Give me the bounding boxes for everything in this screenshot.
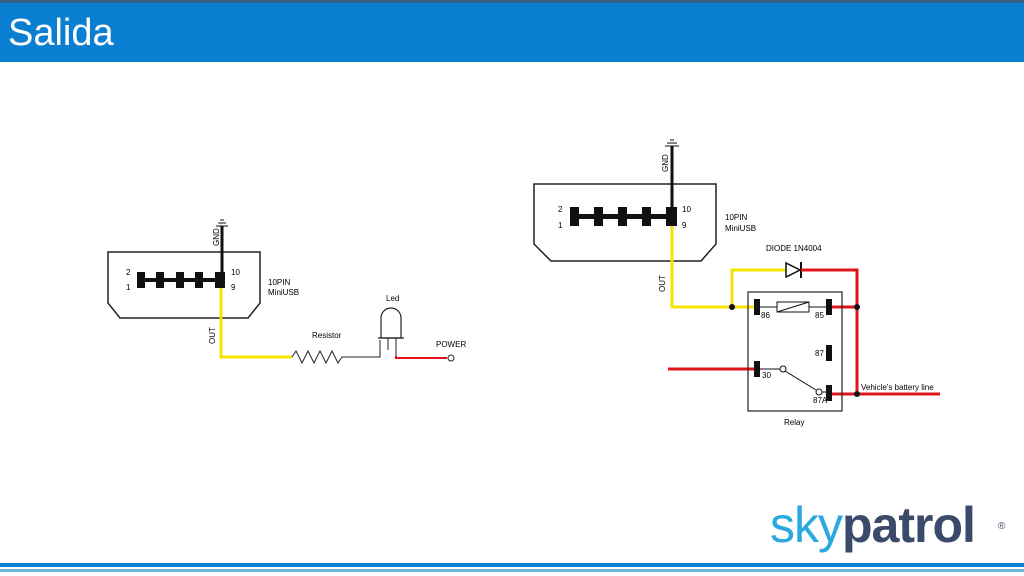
right-relay-label: Relay <box>784 418 804 427</box>
right-connector-label-2: MiniUSB <box>725 224 756 233</box>
left-out-wire <box>219 288 292 359</box>
right-pin-87-terminal <box>826 345 832 361</box>
logo-registered-mark: ® <box>998 521 1005 532</box>
right-pin-86-label: 86 <box>761 311 770 320</box>
right-pin-87-label: 87 <box>815 349 824 358</box>
left-pin-10-label: 10 <box>231 268 240 277</box>
right-pin-30-label: 30 <box>762 371 771 380</box>
logo-sky-text: sky <box>770 497 843 553</box>
right-pin-2-label: 2 <box>558 205 563 214</box>
left-power-terminal <box>447 354 455 362</box>
right-junction-battery <box>854 391 860 397</box>
left-wiring-diagram: GND 2 1 10 9 10PIN MiniUSB OUT Resistor … <box>107 219 466 365</box>
right-diode-symbol <box>785 261 802 279</box>
right-pin-85-label: 85 <box>815 311 824 320</box>
left-out-label: OUT <box>208 327 217 344</box>
right-connector-body <box>533 183 717 262</box>
left-pin-row <box>137 272 225 288</box>
right-connector-label-1: 10PIN <box>725 213 747 222</box>
right-relay-switch <box>760 365 826 396</box>
right-diode-yellow-wire <box>730 268 786 307</box>
left-ground-symbol <box>216 219 228 227</box>
left-connector-body <box>107 251 261 319</box>
left-resistor-symbol <box>291 340 381 365</box>
left-pin-2-label: 2 <box>126 268 131 277</box>
left-connector-label-1: 10PIN <box>268 278 290 287</box>
right-out-label: OUT <box>658 275 667 292</box>
left-pin-1-label: 1 <box>126 283 131 292</box>
right-ground-symbol <box>665 139 679 147</box>
title-bar: Salida <box>0 0 1024 62</box>
right-pin-87a-label: 87A <box>813 396 828 405</box>
right-gnd-label: GND <box>661 154 670 172</box>
right-pin-87a-terminal <box>826 385 832 401</box>
right-battery-label: Vehicle's battery line <box>861 383 934 392</box>
left-connector-label-2: MiniUSB <box>268 288 299 297</box>
right-junction-85 <box>854 304 860 310</box>
right-pin-row <box>570 207 677 226</box>
right-pin-9-label: 9 <box>682 221 687 230</box>
left-power-label: POWER <box>436 340 466 349</box>
right-pin-1-label: 1 <box>558 221 563 230</box>
left-led-symbol <box>378 307 404 356</box>
right-pin-30-terminal <box>754 361 760 377</box>
right-junction-out <box>729 304 735 310</box>
slide-title: Salida <box>8 12 114 54</box>
logo-patrol-text: patrol <box>842 497 976 553</box>
footer-divider-dark <box>0 563 1024 567</box>
right-out-wire <box>670 226 757 309</box>
left-resistor-label: Resistor <box>312 331 342 340</box>
right-diode-red-wire <box>801 268 859 394</box>
right-relay-coil <box>754 299 832 315</box>
right-relay-box <box>747 291 843 412</box>
left-gnd-label: GND <box>212 228 221 246</box>
skypatrol-logo: skypatrol ® <box>770 495 1005 555</box>
footer-divider-light <box>0 569 1024 572</box>
right-diode-label: DIODE 1N4004 <box>766 244 822 253</box>
left-power-wire <box>395 356 447 359</box>
right-wiring-diagram: GND 2 1 10 9 10PIN MiniUSB OUT DIODE 1N4… <box>533 139 940 427</box>
left-led-label: Led <box>386 294 399 303</box>
left-pin-9-label: 9 <box>231 283 236 292</box>
right-pin-10-label: 10 <box>682 205 691 214</box>
